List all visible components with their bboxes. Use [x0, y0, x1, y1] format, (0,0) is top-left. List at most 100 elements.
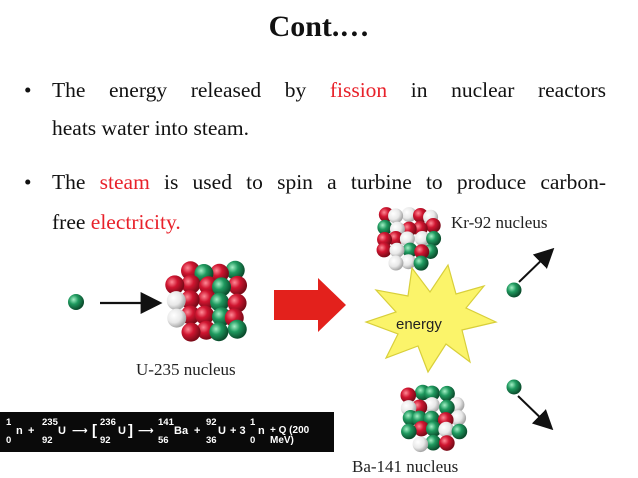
neutron-out-top-arrow — [518, 247, 555, 283]
bullet-1-text: The energy released by fission in nuclea… — [52, 70, 606, 111]
nucleon — [209, 322, 229, 342]
bullet-1-highlight: fission — [329, 78, 388, 102]
nucleon — [228, 275, 248, 295]
nucleon — [438, 421, 454, 438]
nucleon — [180, 290, 200, 310]
nucleon — [388, 208, 404, 224]
bullet-2-cont-pre: free — [52, 210, 91, 234]
fission-equation: 1 n 0 + 235 U 92 ⟶ [ 236 U 92 ] ⟶ 141 Ba… — [0, 412, 334, 452]
bullet-2-post: is used to spin a turbine to produce car… — [149, 170, 606, 194]
eq-u236-charge: 92 — [100, 435, 111, 446]
nucleon — [439, 385, 455, 402]
eq-plus-1: + — [28, 425, 35, 437]
eq-ba-mass: 141 — [158, 417, 174, 428]
nucleon — [181, 322, 201, 342]
nucleon — [399, 231, 415, 247]
eq-ba-charge: 56 — [158, 435, 169, 446]
u235-label: U-235 nucleus — [136, 360, 236, 379]
kr92-label: Kr-92 nucleus — [451, 213, 548, 232]
ba141-nucleus — [400, 384, 468, 453]
bullet-dot: • — [24, 78, 32, 102]
bullet-1-pre: The energy released by — [52, 78, 330, 102]
eq-q-energy: + Q (200 MeV) — [270, 425, 310, 446]
nucleon — [377, 219, 393, 235]
nucleon — [425, 434, 442, 451]
nucleon — [389, 242, 405, 258]
eq-u235-mass: 235 — [42, 417, 58, 428]
nucleon — [412, 436, 429, 453]
eq-bracket-open: [ — [92, 422, 97, 439]
nucleon — [402, 242, 418, 258]
nucleon — [426, 231, 442, 247]
nucleon — [166, 291, 186, 311]
nucleon — [227, 319, 247, 339]
nucleon — [227, 293, 247, 313]
nucleon — [400, 387, 417, 404]
eq-n2-mass: 1 — [250, 417, 256, 428]
nucleon — [181, 274, 201, 294]
nucleon — [414, 231, 430, 247]
nucleon — [388, 230, 404, 246]
eq-u236-symbol: U — [118, 425, 126, 437]
eq-plus-2: + — [194, 425, 201, 437]
nucleon — [401, 423, 417, 440]
nucleon — [451, 423, 468, 440]
neutron-out-bottom — [506, 379, 522, 395]
ba141-label: Ba-141 nucleus — [352, 457, 459, 476]
energy-label: energy — [396, 316, 442, 333]
kr92-nucleus — [376, 207, 442, 271]
nucleon — [425, 217, 441, 233]
eq-u236-mass: 236 — [100, 417, 116, 428]
eq-n2-symbol: n — [258, 425, 265, 437]
eq-kr-symbol: U — [218, 425, 226, 437]
nucleon — [413, 255, 429, 271]
incoming-neutron — [68, 294, 84, 310]
bullet-2-highlight: steam — [99, 170, 150, 194]
eq-u235-charge: 92 — [42, 435, 53, 446]
energy-burst — [364, 263, 498, 374]
bullet-2-line2: free electricity. — [52, 210, 181, 235]
eq-n1-charge: 0 — [6, 435, 12, 446]
nucleon — [425, 421, 442, 437]
nucleon — [439, 399, 455, 416]
eq-arrow-1: ⟶ — [72, 425, 88, 437]
nucleon — [388, 255, 404, 271]
nucleon — [401, 207, 417, 223]
neutron-out-bottom-arrow — [517, 395, 554, 431]
eq-ba-symbol: Ba — [174, 425, 189, 437]
nucleon — [212, 277, 232, 297]
reaction-arrow — [274, 278, 346, 332]
nucleon — [424, 385, 440, 402]
bullet-2-cont-highlight: electricity. — [90, 210, 181, 234]
eq-n1-symbol: n — [16, 425, 23, 437]
eq-kr-charge: 36 — [206, 435, 217, 446]
neutron-out-top — [506, 282, 522, 298]
bullet-1-line2: heats water into steam. — [52, 116, 250, 140]
eq-n1-mass: 1 — [6, 417, 12, 428]
bullet-2-text: The steam is used to spin a turbine to p… — [52, 162, 606, 203]
eq-kr-mass: 92 — [206, 417, 217, 428]
bullet-2-pre: The — [52, 170, 100, 194]
nucleon — [210, 292, 230, 312]
nucleon — [439, 435, 455, 451]
bullet-dot: • — [24, 170, 32, 194]
nucleon — [195, 305, 215, 325]
nucleon — [413, 420, 430, 437]
nucleon — [376, 242, 392, 258]
nucleon — [400, 254, 416, 270]
nucleon — [424, 397, 440, 413]
eq-plus-3: + 3 — [230, 425, 246, 437]
nucleon — [414, 244, 430, 260]
slide-title: Cont.… — [268, 10, 370, 43]
eq-bracket-close: ] — [128, 422, 133, 439]
nucleon — [225, 260, 245, 280]
eq-u235-symbol: U — [58, 425, 66, 437]
u235-nucleus — [165, 260, 248, 342]
nucleon — [167, 308, 187, 328]
eq-arrow-2: ⟶ — [138, 425, 154, 437]
nucleon — [165, 275, 185, 295]
nucleon — [450, 410, 467, 426]
eq-n2-charge: 0 — [250, 435, 256, 446]
bullet-1-post: in nuclear reactors — [387, 78, 606, 102]
